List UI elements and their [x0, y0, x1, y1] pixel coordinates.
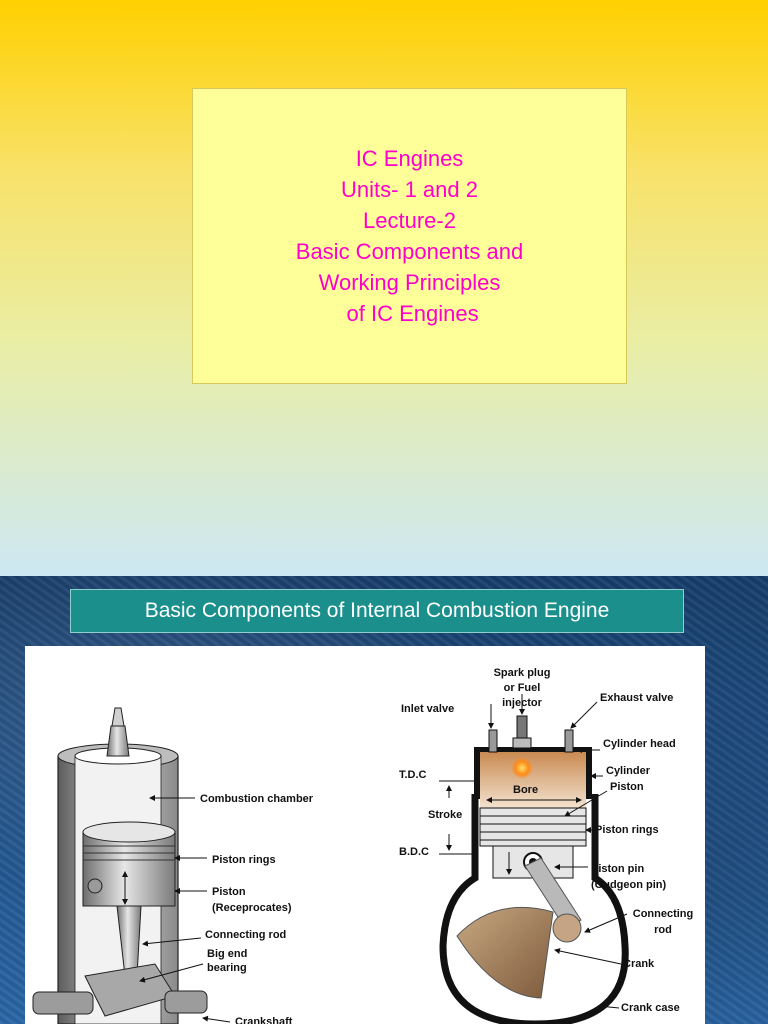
label-rod: rod: [654, 924, 672, 936]
diagram-panel: Combustion chamber Piston rings Piston (…: [25, 646, 705, 1024]
label-piston-rings-left: Piston rings: [212, 854, 276, 866]
label-piston-rings-right: Piston rings: [595, 824, 659, 836]
label-connecting-rod-left: Connecting rod: [205, 929, 287, 941]
title-line-1: IC Engines: [355, 146, 464, 171]
label-crank: Crank: [623, 958, 655, 970]
label-bdc: B.D.C: [399, 846, 429, 858]
label-combustion-chamber: Combustion chamber: [200, 793, 314, 805]
label-gudgeon-pin: (Gudgeon pin): [591, 879, 667, 891]
title-line-3: Lecture-2: [363, 208, 456, 233]
label-inlet-valve: Inlet valve: [401, 703, 455, 715]
label-connecting: Connecting: [632, 908, 694, 920]
right-engine-schematic: [439, 694, 629, 1024]
label-crank-case: Crank case: [621, 1002, 680, 1014]
slide-heading: Basic Components of Internal Combustion …: [70, 589, 684, 633]
label-tdc: T.D.C: [399, 769, 427, 781]
label-piston-right: Piston: [610, 781, 644, 793]
label-piston-pin: Piston pin: [591, 863, 645, 875]
label-stroke: Stroke: [428, 809, 463, 821]
title-box: IC Engines Units- 1 and 2 Lecture-2 Basi…: [192, 88, 627, 384]
label-exhaust-valve: Exhaust valve: [600, 692, 674, 704]
title-line-5: Working Principles: [318, 270, 501, 295]
left-engine-illustration: [32, 707, 231, 1024]
title-line-2: Units- 1 and 2: [341, 177, 478, 202]
label-cylinder-head: Cylinder head: [603, 738, 676, 750]
label-or-fuel: or Fuel: [503, 682, 541, 694]
label-injector: injector: [502, 697, 542, 709]
engine-diagrams: [32, 694, 629, 1024]
label-piston-reciprocates: (Receprocates): [212, 902, 292, 914]
label-spark-plug: Spark plug: [493, 667, 551, 679]
title-line-4: Basic Components and: [295, 239, 524, 264]
label-bearing: bearing: [207, 962, 247, 974]
slide-heading-text: Basic Components of Internal Combustion …: [144, 599, 610, 622]
title-line-6: of IC Engines: [340, 301, 479, 326]
label-piston-left: Piston: [212, 886, 246, 898]
title-slide: IC Engines Units- 1 and 2 Lecture-2 Basi…: [0, 0, 768, 576]
label-cylinder: Cylinder: [606, 765, 651, 777]
label-crankshaft: Crankshaft: [235, 1016, 293, 1024]
label-bore: Bore: [513, 784, 539, 796]
label-big-end: Big end: [207, 948, 248, 960]
components-slide: Basic Components of Internal Combustion …: [0, 576, 768, 1024]
